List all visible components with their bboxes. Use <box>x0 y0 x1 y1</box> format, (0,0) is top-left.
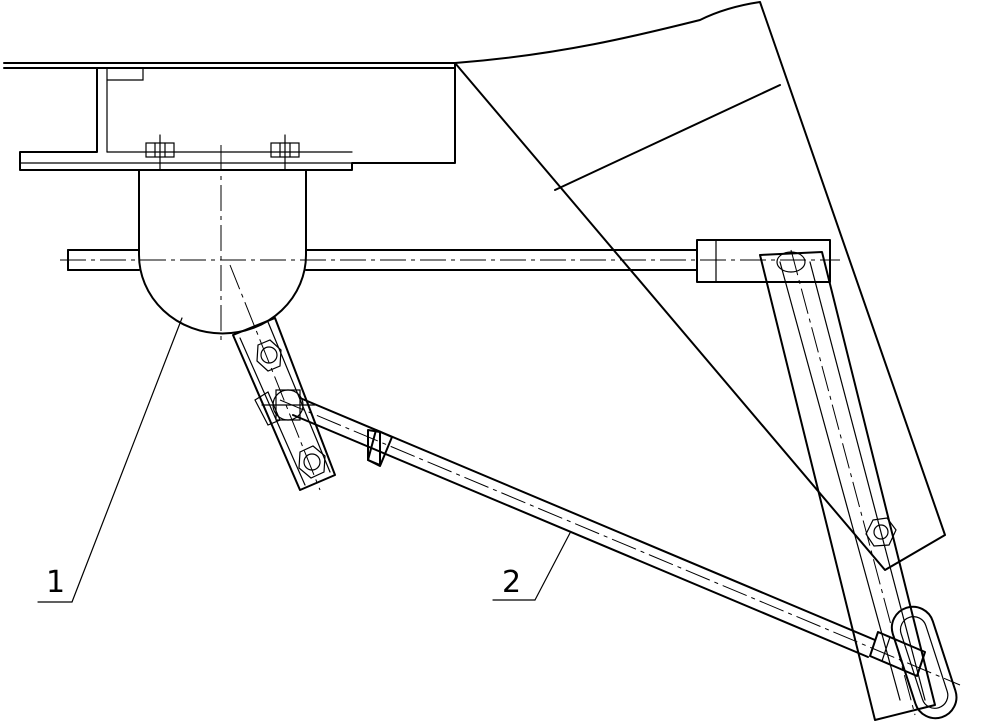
callout-1-label: 1 <box>46 565 65 600</box>
hinge-bolt-upper <box>256 339 282 372</box>
beam-bolt-left <box>145 134 175 171</box>
callout-2: 2 <box>492 532 571 601</box>
right-arm-bolt <box>865 517 897 547</box>
horizontal-rod <box>60 249 840 271</box>
right-support-arm <box>759 249 936 721</box>
hinge-bolt-lower <box>298 445 326 479</box>
callout-2-label: 2 <box>502 565 521 600</box>
right-arm-slot <box>890 605 958 720</box>
hopper-plate <box>454 1 946 571</box>
frame-beam <box>3 62 456 171</box>
tie-rod-part-2 <box>279 397 961 686</box>
hinge-link-plate <box>229 264 336 491</box>
beam-bolt-right <box>270 134 300 171</box>
hinge-side-tab <box>254 391 281 426</box>
callout-1: 1 <box>37 317 183 603</box>
bracket-part-1 <box>138 145 307 345</box>
rod-clamp-block <box>696 239 831 283</box>
